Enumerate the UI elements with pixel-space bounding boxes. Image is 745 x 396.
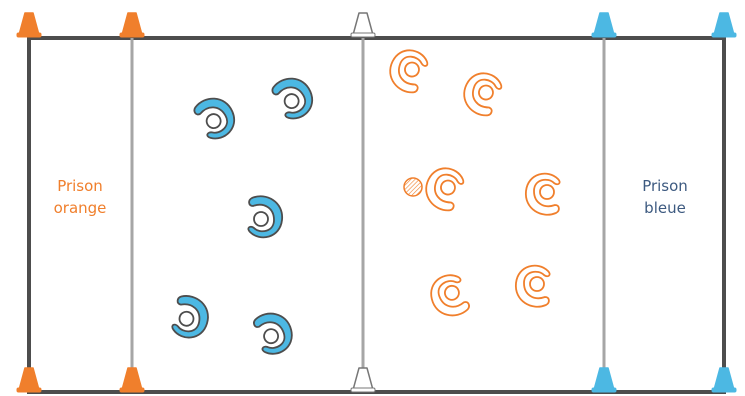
player-blue-icon [251,308,297,358]
prison-blue-line2: bleue [625,197,705,219]
cone-orange-icon [120,368,144,392]
cone-orange-icon [120,13,144,37]
player-orange-icon [384,45,430,95]
ball [404,178,422,196]
prison-blue-label: Prison bleue [625,175,705,219]
player-orange-icon [516,266,550,307]
cone-orange-icon [17,13,41,37]
player-blue-icon [248,196,282,237]
player-orange-icon [420,163,466,213]
player-orange-icon [458,68,504,118]
player-blue-icon [269,71,319,123]
prison-orange-line2: orange [40,197,120,219]
cone-blue-icon [712,13,736,37]
player-orange-icon [526,174,560,215]
prison-orange-line1: Prison [40,175,120,197]
player-orange-icon [426,271,472,321]
cone-blue-icon [592,368,616,392]
cone-orange-icon [17,368,41,392]
player-blue-icon [171,294,211,340]
prison-blue-line1: Prison [625,175,705,197]
cone-white-icon [351,13,375,37]
prison-orange-label: Prison orange [40,175,120,219]
cone-blue-icon [712,368,736,392]
cone-white-icon [351,368,375,392]
player-blue-icon [191,91,241,143]
cone-blue-icon [592,13,616,37]
